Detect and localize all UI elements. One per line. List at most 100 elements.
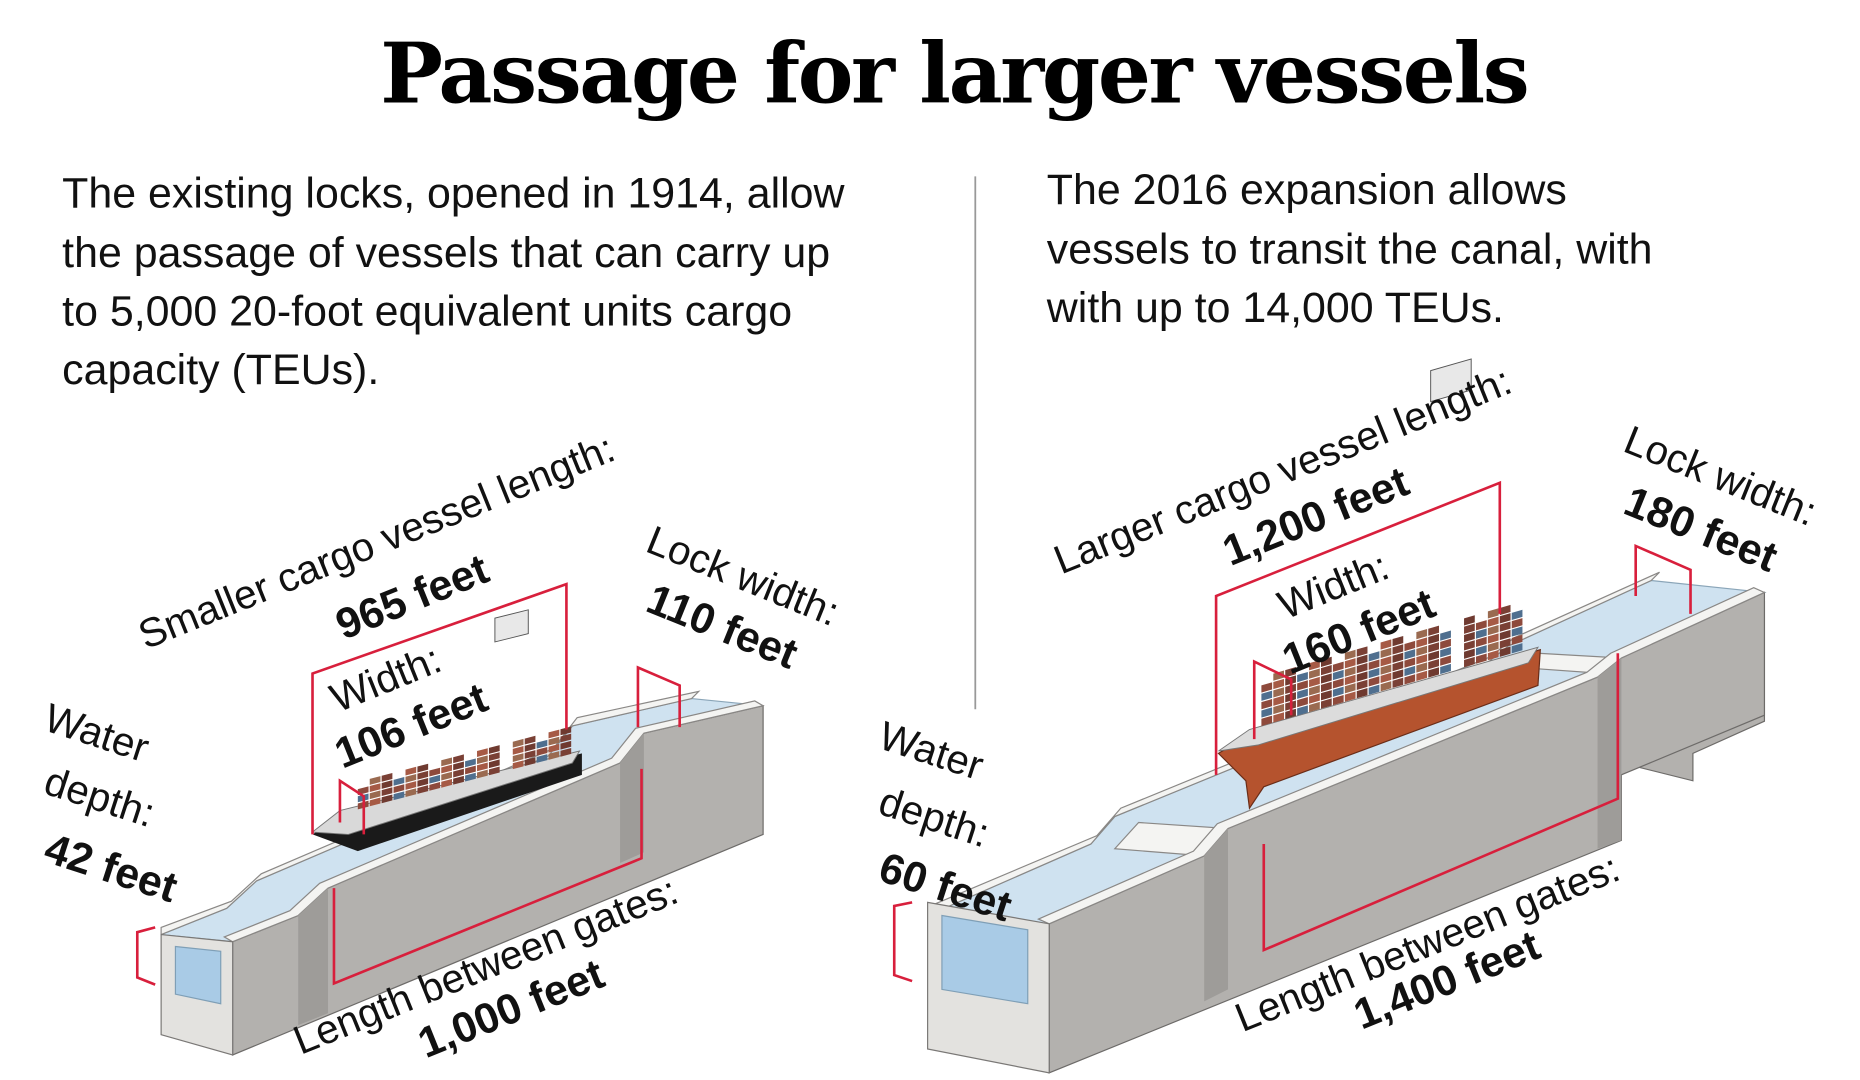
container bbox=[1464, 631, 1475, 643]
container bbox=[1487, 633, 1499, 644]
container bbox=[477, 748, 488, 757]
expanded-lock-illustration bbox=[892, 358, 1767, 1074]
container bbox=[488, 745, 500, 754]
container bbox=[1320, 673, 1332, 684]
container bbox=[1499, 629, 1511, 641]
container bbox=[417, 770, 429, 780]
container bbox=[1464, 615, 1475, 626]
depth-label: depth: bbox=[39, 758, 160, 837]
container bbox=[1344, 658, 1356, 669]
container bbox=[1440, 638, 1451, 650]
container bbox=[1368, 651, 1380, 662]
container bbox=[1273, 712, 1285, 723]
container bbox=[548, 751, 560, 760]
container bbox=[477, 762, 488, 772]
container bbox=[1487, 641, 1499, 652]
container bbox=[1356, 671, 1368, 682]
container bbox=[429, 782, 441, 791]
container bbox=[417, 763, 429, 773]
container bbox=[1428, 658, 1440, 670]
container bbox=[1261, 690, 1273, 701]
container bbox=[1464, 640, 1475, 651]
container bbox=[1344, 666, 1356, 677]
container bbox=[1356, 688, 1368, 699]
container bbox=[1499, 621, 1511, 632]
container bbox=[488, 752, 500, 762]
container bbox=[1475, 620, 1487, 631]
container bbox=[488, 759, 500, 769]
container bbox=[405, 773, 417, 783]
container bbox=[548, 729, 560, 739]
lock-water-section bbox=[174, 945, 222, 1005]
container bbox=[1511, 609, 1523, 620]
container bbox=[429, 767, 441, 777]
container bbox=[1511, 618, 1523, 629]
container bbox=[1392, 635, 1404, 647]
depth-value: 42 feet bbox=[39, 825, 183, 913]
container bbox=[1320, 656, 1332, 667]
container bbox=[1297, 705, 1308, 716]
container bbox=[1273, 687, 1285, 698]
container bbox=[405, 788, 417, 798]
dimension-lines bbox=[892, 480, 1692, 983]
container bbox=[369, 797, 381, 807]
container bbox=[441, 778, 452, 788]
container bbox=[1475, 645, 1487, 656]
container bbox=[477, 755, 488, 765]
container bbox=[548, 743, 560, 753]
container bbox=[1309, 701, 1320, 713]
left-para-line: to 5,000 20-foot equivalent units cargo bbox=[62, 287, 792, 335]
container bbox=[465, 765, 476, 775]
container bbox=[1368, 684, 1380, 695]
container bbox=[1416, 629, 1428, 640]
container bbox=[1404, 665, 1416, 677]
container bbox=[1368, 676, 1380, 687]
container bbox=[453, 761, 464, 771]
small-cargo-ship bbox=[311, 609, 582, 852]
container bbox=[405, 781, 417, 790]
container bbox=[393, 791, 405, 801]
container bbox=[1344, 691, 1356, 702]
container bbox=[1297, 671, 1308, 683]
container bbox=[1392, 669, 1404, 680]
container bbox=[1368, 659, 1380, 670]
container bbox=[1309, 693, 1320, 704]
container bbox=[1392, 644, 1404, 655]
container bbox=[1273, 678, 1285, 690]
container bbox=[1273, 703, 1285, 715]
container bbox=[1261, 707, 1273, 718]
container bbox=[1332, 669, 1344, 681]
container bbox=[1380, 681, 1392, 692]
left-para-line: capacity (TEUs). bbox=[62, 346, 379, 394]
container bbox=[369, 776, 381, 785]
right-para-line: with up to 14,000 TEUs. bbox=[1046, 284, 1504, 332]
container bbox=[1392, 652, 1404, 663]
container bbox=[405, 766, 417, 776]
container bbox=[1380, 672, 1392, 684]
container bbox=[512, 753, 524, 762]
container bbox=[1380, 656, 1392, 667]
container bbox=[1511, 643, 1523, 654]
container bbox=[1487, 624, 1499, 636]
container bbox=[1464, 648, 1475, 659]
container bbox=[417, 785, 429, 794]
container bbox=[1487, 650, 1499, 661]
container bbox=[453, 775, 464, 785]
container bbox=[1309, 676, 1320, 688]
container bbox=[1487, 608, 1499, 619]
container bbox=[441, 771, 452, 781]
far-wall-top bbox=[935, 571, 1660, 913]
large-cargo-ship bbox=[1217, 358, 1541, 810]
gate-step bbox=[620, 733, 644, 864]
container bbox=[1440, 655, 1451, 666]
container bbox=[1475, 653, 1487, 664]
ship-bridge bbox=[1430, 358, 1472, 403]
left-description: The existing locks, opened in 1914, allo… bbox=[62, 169, 845, 393]
container bbox=[560, 747, 572, 757]
container bbox=[1309, 685, 1320, 696]
container bbox=[1309, 668, 1320, 679]
container bbox=[1320, 665, 1332, 676]
container bbox=[1487, 616, 1499, 627]
container bbox=[1404, 649, 1416, 660]
container bbox=[1297, 688, 1308, 699]
